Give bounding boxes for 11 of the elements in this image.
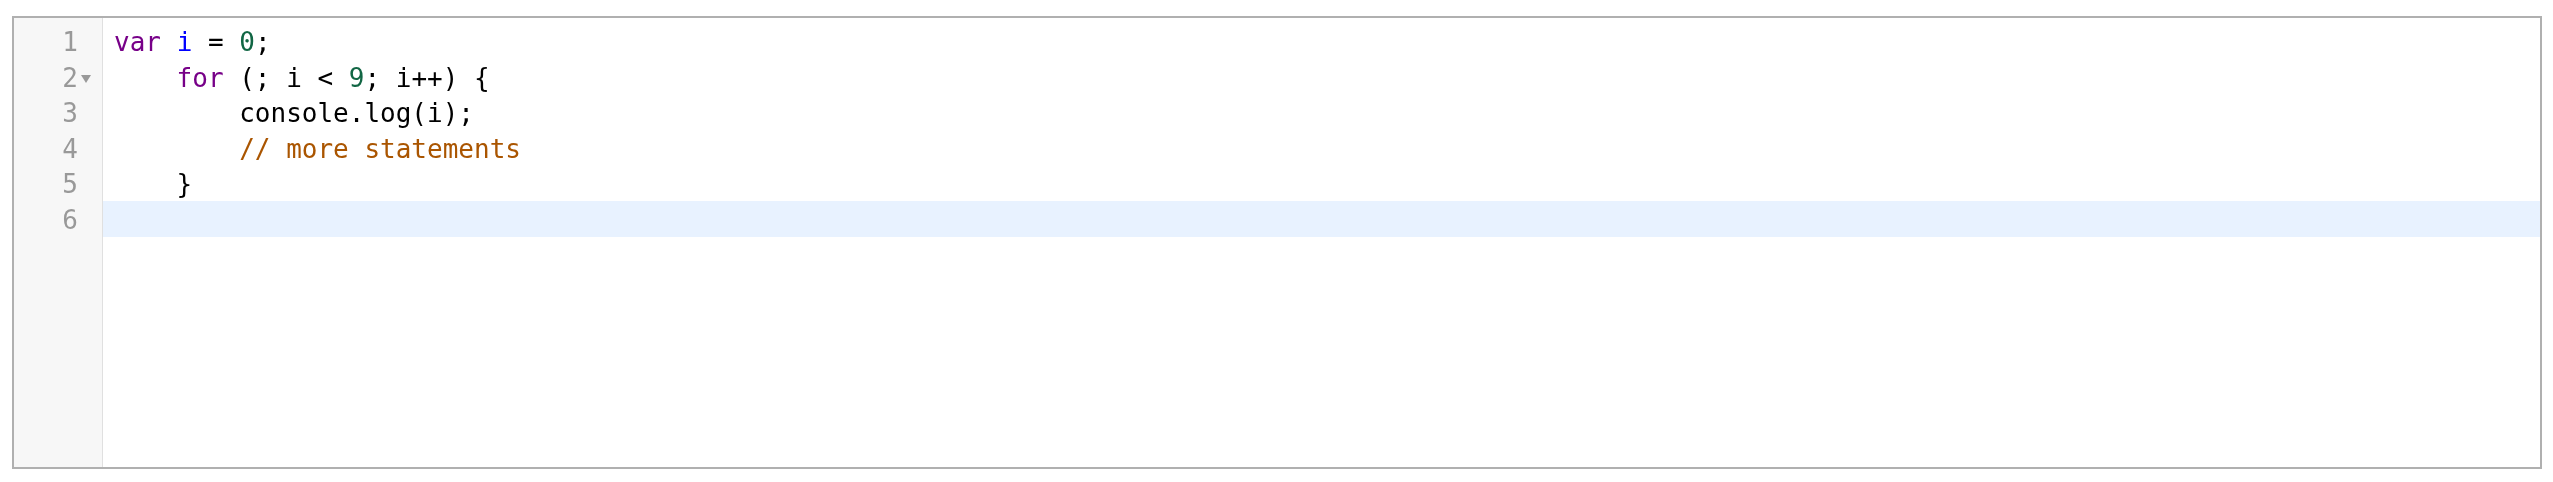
code-line: // more statements [239,132,521,166]
line-number: 2 [61,61,78,95]
code-line: console.log(i); [239,97,474,130]
code-line: for (; i < 9; i++) { [176,61,490,95]
code-line: var i = 0; [114,26,271,59]
line-number: 5 [61,168,78,201]
line-number: 4 [61,132,78,166]
line-number: 3 [61,97,78,130]
code-line: } [176,168,193,201]
line-number: 6 [61,203,78,237]
line-number: 1 [61,26,78,59]
